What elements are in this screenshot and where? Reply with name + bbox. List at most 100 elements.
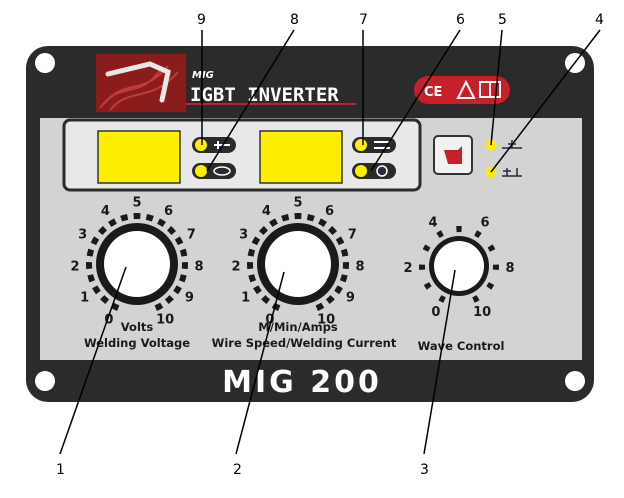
- knob-scale-dash: [487, 244, 496, 252]
- callout-9: 9: [197, 12, 206, 28]
- wire-caption-line1: M/Min/Amps: [258, 320, 338, 334]
- knob-scale-dash: [339, 274, 348, 283]
- brand-title: IGBT INVERTER: [190, 84, 339, 106]
- knob-tick-label: 4: [101, 204, 110, 219]
- knob-tick-label: 3: [78, 228, 87, 243]
- knob-tick-label: 6: [480, 216, 489, 231]
- wave-control-knob[interactable]: [419, 226, 499, 303]
- voltage-caption-line1: Volts: [121, 320, 154, 334]
- knob-scale-dash: [436, 230, 444, 239]
- knob-tick-label: 8: [355, 259, 364, 274]
- knob-scale-dash: [271, 302, 281, 311]
- knob-scale-dash: [87, 274, 96, 283]
- knob-scale-dash: [154, 302, 164, 311]
- screw-icon: [565, 371, 585, 391]
- knob-scale-dash: [86, 248, 95, 257]
- knob-scale-dash: [90, 236, 100, 246]
- knob-tick-label: 5: [132, 196, 141, 211]
- knob-cap[interactable]: [265, 231, 331, 297]
- indicator-current-pill: [352, 137, 396, 153]
- knob-scale-dash: [179, 248, 188, 257]
- callout-1: 1: [56, 462, 65, 478]
- knob-scale-dash: [258, 226, 268, 236]
- knob-tick-label: 6: [325, 204, 334, 219]
- knob-tick-label: 4: [429, 216, 438, 231]
- knob-tick-label: 1: [80, 291, 89, 306]
- knob-tick-label: 10: [156, 313, 174, 328]
- knob-scale-dash: [97, 226, 107, 236]
- knob-scale-dash: [167, 226, 177, 236]
- knob-tick-label: 7: [187, 228, 196, 243]
- voltage-caption-line2: Welding Voltage: [84, 336, 190, 350]
- certification-badge: CE: [414, 76, 510, 104]
- knob-scale-dash: [247, 248, 256, 257]
- screw-icon: [35, 53, 55, 73]
- knob-tick-label: 2: [404, 261, 413, 276]
- knob-cap[interactable]: [434, 241, 484, 291]
- knob-tick-label: 9: [346, 291, 355, 306]
- knob-scale-dash: [318, 218, 327, 227]
- warning-icon: [456, 79, 476, 99]
- knob-scale-dash: [92, 285, 101, 295]
- knob-tick-label: 3: [239, 228, 248, 243]
- knob-scale-dash: [253, 285, 262, 295]
- knob-scale-dash: [157, 218, 166, 227]
- callout-4: 4: [595, 12, 604, 28]
- knob-tick-label: 9: [185, 291, 194, 306]
- model-name: MIG 200: [222, 365, 382, 400]
- knob-scale-dash: [120, 213, 129, 222]
- knob-scale-dash: [100, 295, 110, 305]
- knob-scale-dash: [422, 244, 431, 252]
- knob-scale-dash: [178, 274, 187, 283]
- knob-scale-dash: [269, 218, 278, 227]
- knob-scale-dash: [164, 295, 174, 305]
- knob-scale-dash: [438, 295, 446, 303]
- indicator-wire-pill: [192, 163, 236, 179]
- knob-scale-dash: [251, 236, 261, 246]
- callout-6: 6: [456, 12, 465, 28]
- knob-scale-dash: [315, 302, 325, 311]
- knob-cap[interactable]: [104, 231, 170, 297]
- wave-caption: Wave Control: [418, 339, 505, 353]
- ce-mark: CE: [424, 85, 442, 100]
- knob-tick-label: 0: [265, 313, 274, 328]
- callout-3: 3: [420, 462, 429, 478]
- indicator-voltage-pill: [192, 137, 236, 153]
- knob-tick-label: 7: [348, 228, 357, 243]
- voltage-display: [97, 130, 181, 184]
- knob-scale-dash: [261, 295, 271, 305]
- 4t-mode-icon: [502, 168, 522, 177]
- current-display: [259, 130, 343, 184]
- knob-tick-label: 10: [473, 305, 491, 320]
- knob-tick-label: 2: [71, 259, 80, 274]
- knob-tick-label: 10: [317, 313, 335, 328]
- knob-tick-label: 5: [293, 196, 302, 211]
- knob-scale-dash: [340, 248, 349, 257]
- knob-scale-dash: [474, 230, 482, 239]
- knob-scale-dash: [145, 213, 154, 222]
- knob-scale-dash: [486, 282, 495, 290]
- knob-scale-dash: [173, 285, 182, 295]
- knob-scale-dash: [248, 274, 257, 283]
- knob-scale-dash: [108, 218, 117, 227]
- knob-scale-dash: [423, 282, 432, 290]
- knob-scale-dash: [328, 226, 338, 236]
- hand-icon: [444, 146, 462, 164]
- wire-caption-line2: Wire Speed/Welding Current: [212, 336, 397, 350]
- brand-small-text: MIG: [192, 70, 214, 81]
- knob-scale-dash: [281, 213, 290, 222]
- knob-tick-label: 4: [262, 204, 271, 219]
- leader-lines: [59, 29, 601, 455]
- knob-tick-label: 0: [431, 305, 440, 320]
- knob-scale-dash: [335, 236, 345, 246]
- knob-scale-dash: [174, 236, 184, 246]
- knob-tick-label: 0: [104, 313, 113, 328]
- knob-tick-label: 8: [505, 261, 514, 276]
- knob-scale-dash: [306, 213, 315, 222]
- knob-tick-label: 6: [164, 204, 173, 219]
- callout-2: 2: [233, 462, 242, 478]
- knob-scale-dash: [472, 295, 480, 303]
- indicator-amp-pill: [352, 163, 396, 179]
- callout-7: 7: [359, 12, 368, 28]
